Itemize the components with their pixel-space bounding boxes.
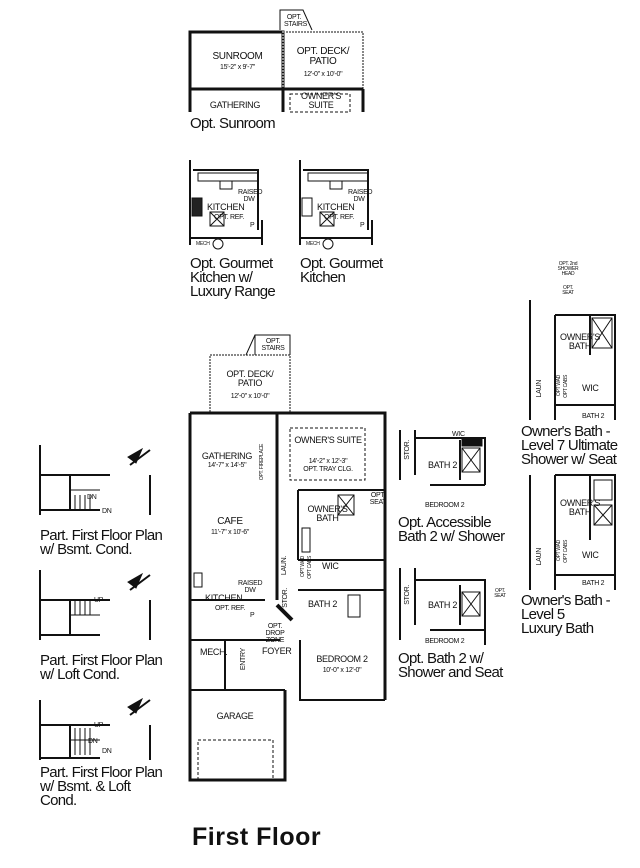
wic-label: WIC [582,383,599,393]
caption-owners-level7: Owner's Bath - Level 7 Ultimate Shower w… [521,423,618,468]
fireplace-label: OPT. FIREPLACE [259,444,265,481]
entry-label: ENTRY [240,648,247,671]
raised-dw-label: RAISED DW [348,189,373,203]
caption-accessible-bath: Opt. Accessible Bath 2 w/ Shower [398,514,505,545]
kitchen-label: KITCHEN [207,202,245,212]
pantry-label: P [250,222,255,229]
pantry-label: P [360,222,365,229]
mech-label: MECH [306,241,320,247]
caption-partial-bsmt: Part. First Floor Plan w/ Bsmt. Cond. [40,527,163,558]
drop-zone-label: OPT. DROP ZONE [265,623,285,644]
down-label: DN [102,508,112,515]
bedroom2-label: BEDROOM 2 [316,654,368,664]
deck-label: OPT. DECK/ PATIO [226,369,274,388]
caption-partial-bsmt-loft: Part. First Floor Plan w/ Bsmt. & Loft C… [40,764,163,809]
bath2-label: BATH 2 [308,599,338,609]
raised-dw-label: RAISED DW [238,189,263,203]
sunroom-dimensions: 15'-2" x 9'-7" [220,64,255,71]
caption-owners-level5: Owner's Bath - Level 5 Luxury Bath [521,592,611,637]
gathering-dimensions: 14'-7" x 14'-5" [207,462,247,469]
page-title: First Floor [192,823,322,851]
opt-seat-label: OPT. SEAT [494,588,506,599]
caption-gourmet-luxury: Opt. Gourmet Kitchen w/ Luxury Range [190,255,276,300]
bath2-label: BATH 2 [428,600,458,610]
bath2-options-walls [399,430,486,645]
bedroom2-label: BEDROOM 2 [425,638,465,645]
opt-ref-label: OPT. REF. [324,214,354,221]
opt-stairs-label: OPT. STAIRS [261,338,285,352]
foyer-label: FOYER [262,646,292,656]
storage-label: STOR. [282,588,289,608]
gourmet-kitchen-walls [299,160,373,250]
deck-label: OPT. DECK/ PATIO [296,46,350,67]
storage-label: STOR. [404,585,411,605]
down-label: DN [88,738,98,745]
wic-label: WIC [322,561,339,571]
down-label: DN [102,748,112,755]
opt-seat-label: OPT. SEAT [369,492,387,506]
raised-dw-label: RAISED DW [238,580,263,594]
owners-bath-label: OWNER'S BATH [307,504,348,523]
kitchen-label: KITCHEN [205,593,243,603]
wic-label: WIC [452,431,465,438]
main-plan-walls [188,334,387,782]
tray-ceiling-label: OPT. TRAY CLG. [303,466,353,473]
deck-dimensions: 12'-0" x 10'-0" [230,393,270,400]
sunroom-label: SUNROOM [212,51,263,62]
mech-label: MECH [196,241,210,247]
cafe-label: CAFE [217,516,243,527]
caption-partial-loft: Part. First Floor Plan w/ Loft Cond. [40,652,163,683]
opt-stairs-label: OPT. STAIRS [284,14,307,28]
caption-bath-seat: Opt. Bath 2 w/ Shower and Seat [398,650,503,681]
caption-opt-sunroom: Opt. Sunroom [190,115,276,132]
laundry-label: LAUN [536,548,543,566]
partial-plans-walls [39,445,151,760]
opt-wad-label: OPT WAD [556,375,562,396]
gourmet-luxury-kitchen-walls [189,160,263,250]
sunroom-option-walls [188,9,365,113]
storage-label: STOR. [404,440,411,460]
opt-ref-label: OPT. REF. [215,605,245,612]
opt-seat-label: OPT. SEAT [562,285,574,296]
opt-ref-label: OPT. REF. [214,214,244,221]
opt-cabs-label: OPT CABS [563,375,569,398]
gathering-label: GATHERING [209,100,261,110]
laundry-label: LAUN. [281,556,288,576]
caption-gourmet: Opt. Gourmet Kitchen [300,255,383,286]
bath2-label: BATH 2 [428,460,458,470]
bedroom2-label: BEDROOM 2 [425,502,465,509]
down-label: DN [87,494,97,501]
cafe-dimensions: 11'-7" x 10'-6" [210,529,250,536]
mech-label: MECH. [200,647,228,657]
up-label: UP [94,722,104,729]
gathering-label: GATHERING [201,451,253,461]
wic-label: WIC [582,550,599,560]
shower-head-label: OPT. 2nd SHOWER HEAD [557,261,579,277]
kitchen-label: KITCHEN [317,202,355,212]
opt-cabs-label: OPT CABS [307,556,313,579]
laundry-label: LAUN [536,380,543,398]
owners-bath-label: OWNER'S BATH [560,332,601,351]
deck-dimensions: 12'-0" x 10'-0" [303,71,343,78]
owners-suite-dimensions: 14'-2" x 12'-3" [308,458,348,465]
owners-bath-label: OWNER'S BATH [560,498,601,517]
bath2-label: BATH 2 [582,580,605,587]
opt-wad-label: OPT WAD [300,556,306,577]
opt-wad-label: OPT WAD [556,540,562,561]
owners-suite-label: OWNER'S SUITE [294,435,362,445]
garage-label: GARAGE [216,711,254,721]
owners-suite-label: OWNER'S SUITE [300,91,342,110]
bath2-label: BATH 2 [582,413,605,420]
opt-cabs-label: OPT CABS [563,540,569,563]
up-label: UP [94,597,104,604]
pantry-label: P [250,612,255,619]
bedroom2-dimensions: 10'-0" x 12'-0" [322,667,362,674]
owners-bath-options-walls [529,300,616,590]
